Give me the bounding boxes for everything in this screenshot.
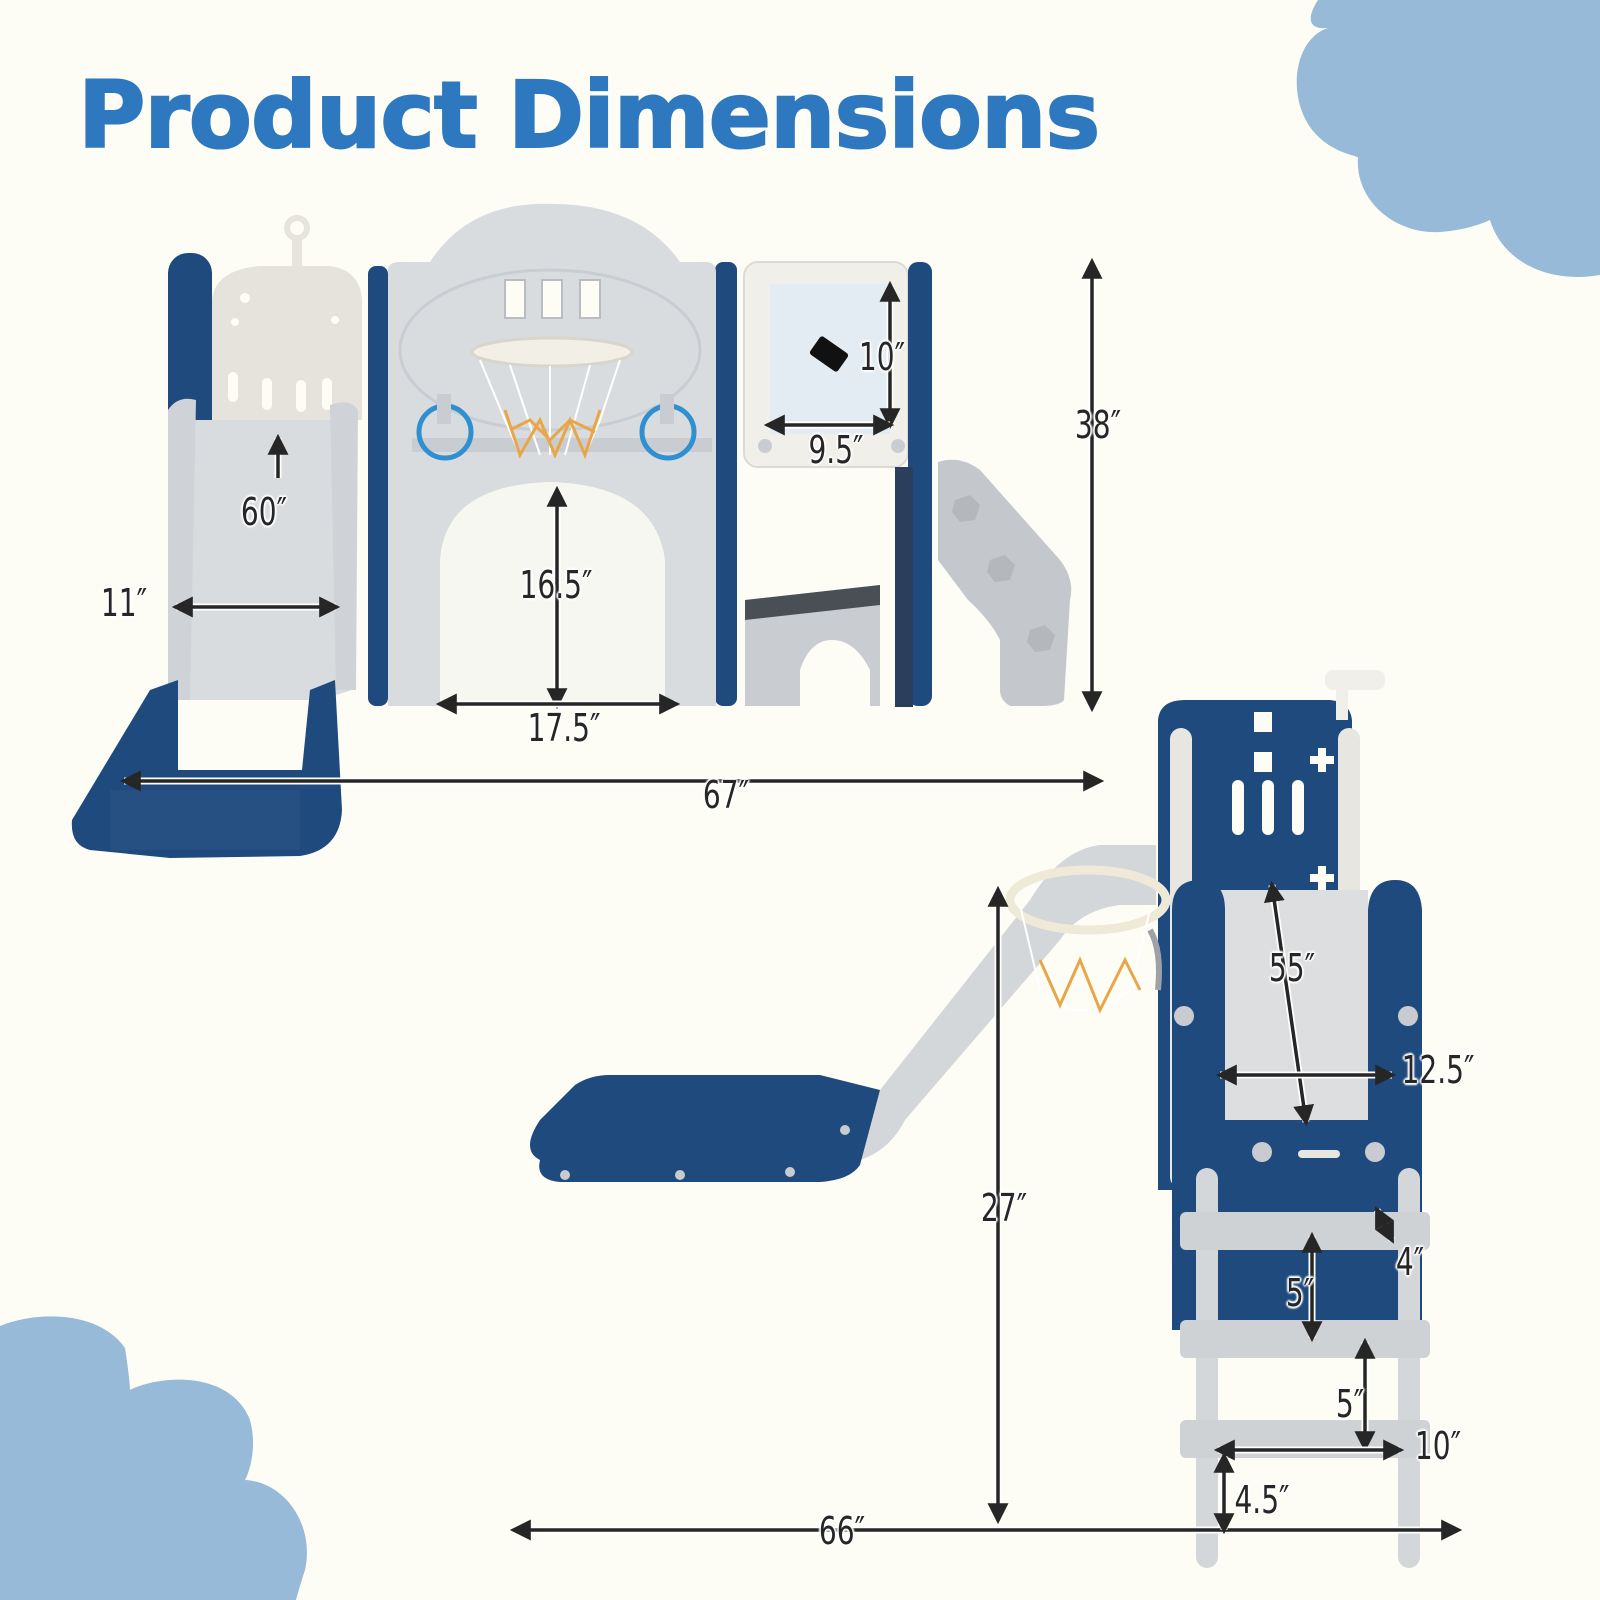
dimension-label-arch-width: 17.5″ <box>527 706 601 750</box>
dimension-label-step-width: 10″ <box>1414 1424 1462 1468</box>
basketball-hoop-icon <box>470 336 634 460</box>
cloud-icon <box>1296 0 1600 277</box>
dimension-arrow-step-depth <box>1375 1206 1394 1244</box>
eraser-icon <box>809 336 849 372</box>
basketball-hoop-icon <box>1005 865 1171 1014</box>
tower-windows <box>1232 712 1334 890</box>
panel-holes <box>228 293 339 412</box>
dimension-label-arch-height: 16.5″ <box>519 563 593 607</box>
dimension-label-slide-width: 11″ <box>100 581 148 625</box>
screw-icons <box>1174 1006 1418 1162</box>
dimension-label-slide-run: 55″ <box>1268 946 1316 990</box>
side-slide-exit <box>530 1075 880 1182</box>
dimension-label-overall-width: 67″ <box>702 773 750 817</box>
house-windows <box>504 279 601 319</box>
dimension-label-overall-height: 38″ <box>1074 403 1122 447</box>
dimension-label-side-length: 66″ <box>818 1509 866 1553</box>
dimension-arrow-slide-run <box>1263 880 1315 1127</box>
dimension-label-board-width: 9.5″ <box>808 428 864 472</box>
dimension-label-bottom-step-height: 4.5″ <box>1234 1478 1290 1522</box>
dimension-label-step-gap-upper: 5″ <box>1285 1271 1315 1315</box>
dimension-label-step-gap-lower: 5″ <box>1335 1382 1365 1426</box>
telescope-icon <box>284 215 310 266</box>
ladder-right-rail <box>1398 1168 1420 1568</box>
cloud-icon <box>0 1316 307 1600</box>
dimension-label-board-height: 10″ <box>858 335 906 379</box>
dimension-label-step-depth: 4″ <box>1395 1240 1425 1284</box>
page-title: Product Dimensions <box>77 62 1101 169</box>
dimension-label-slide-length: 60″ <box>240 490 288 534</box>
dimension-label-platform-height: 27″ <box>980 1186 1028 1230</box>
ladder-left-rail <box>1196 1168 1218 1568</box>
dimension-label-platform-width: 12.5″ <box>1401 1048 1475 1092</box>
slide-bed <box>178 420 352 700</box>
